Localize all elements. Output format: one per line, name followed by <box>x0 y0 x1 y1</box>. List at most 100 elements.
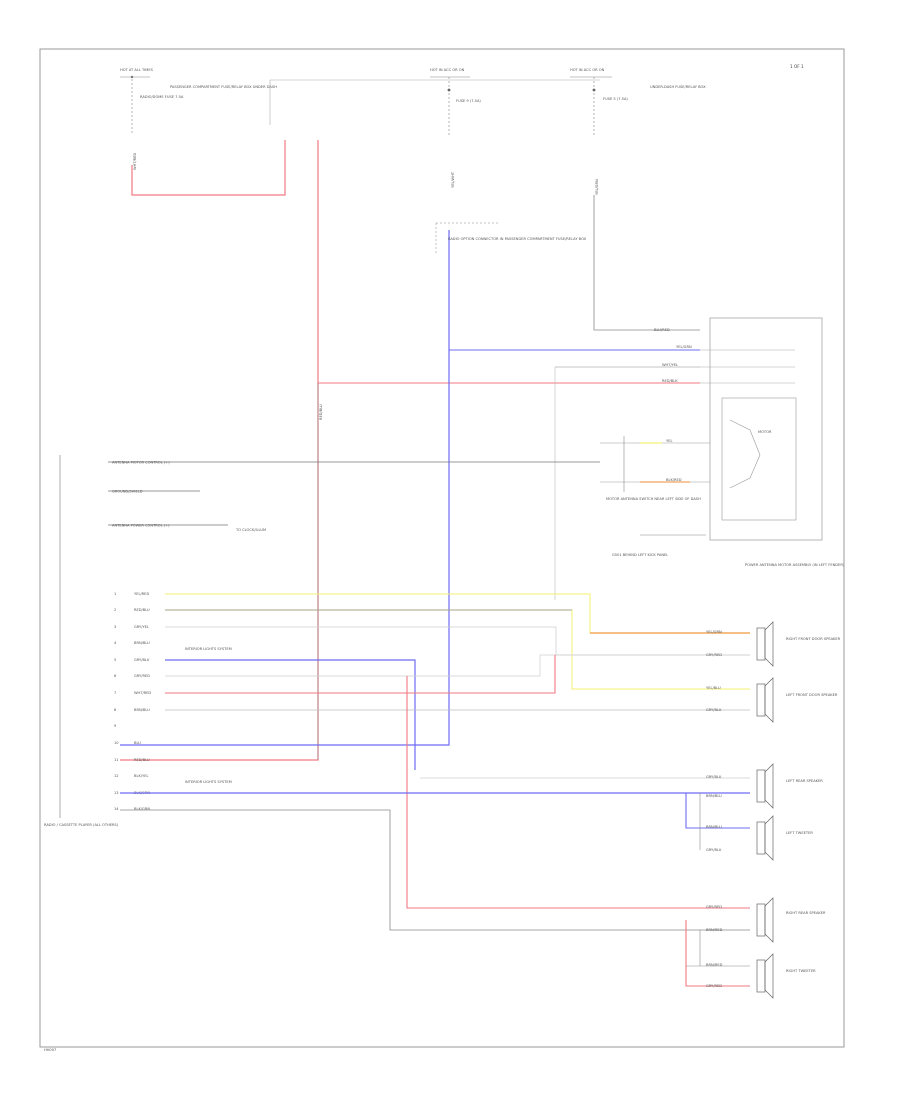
fuse-mid: HOT IN ACC OR ON FUSE 9 (7.5A) YEL/WHT <box>430 68 481 188</box>
pin-num-2: 2 <box>114 608 116 612</box>
fuse-right-box: UNDER-DASH FUSE/RELAY BOX <box>650 85 706 89</box>
radio-unit-label: RADIO / CASSETTE PLAYER (ALL OTHERS) <box>44 823 119 827</box>
svg-text:WHT/YEL: WHT/YEL <box>662 363 678 367</box>
svg-text:BRN/RED: BRN/RED <box>706 928 723 932</box>
radio-line-2: GROUND/SHIELD <box>112 490 143 494</box>
pin-num-6: 6 <box>114 674 117 678</box>
svg-text:YEL/BLU: YEL/BLU <box>706 686 721 690</box>
wire-pin6 <box>165 654 750 677</box>
speaker-left-tweeter-label: LEFT TWEETER <box>786 831 813 835</box>
pin-wire-4: BRN/BLU <box>134 641 150 645</box>
pin-wire-12: BLK/YEL <box>134 774 149 778</box>
radio-line-1: ANTENNA MOTOR CONTROL (+) <box>112 461 170 465</box>
pin-num-7: 7 <box>114 691 116 695</box>
fuse-left: HOT AT ALL TIMES RADIO/DOME FUSE 7.5A PA… <box>120 68 277 170</box>
connector-note: RADIO OPTION CONNECTOR IN PASSENGER COMP… <box>448 237 587 241</box>
svg-text:BRN/RED: BRN/RED <box>706 963 723 967</box>
fuse-right-name: FUSE 5 (7.5A) <box>603 97 628 101</box>
pin-num-5: 5 <box>114 658 116 662</box>
pin-num-9: 9 <box>114 724 117 728</box>
wire-red-main <box>120 140 319 761</box>
wire-pin7-red <box>165 655 556 694</box>
fuse-left-top-label: HOT AT ALL TIMES <box>120 68 154 72</box>
antenna-motor-label: MOTOR <box>758 430 772 434</box>
interior-note-2: INTERIOR LIGHTS SYSTEM <box>185 780 232 784</box>
svg-text:BLU/RED: BLU/RED <box>654 328 670 332</box>
corner-label: 1 OF 1 <box>790 64 804 69</box>
svg-text:GRY/BLU: GRY/BLU <box>706 848 722 852</box>
speaker-right-front: YEL/GRN GRY/RED RIGHT FRONT DOOR SPEAKER <box>706 621 841 667</box>
fuse-left-name: RADIO/DOME FUSE 7.5A <box>140 95 184 99</box>
pin-num-10: 10 <box>114 741 119 745</box>
antenna-ground-label: G501 BEHIND LEFT KICK PANEL <box>612 553 668 557</box>
svg-text:YEL/GRN: YEL/GRN <box>706 630 722 634</box>
pin-num-4: 4 <box>114 641 117 645</box>
footer-code: HH007 <box>44 1048 56 1052</box>
wire-blue-main <box>120 230 450 746</box>
speaker-right-rear: GRY/RED BRN/RED RIGHT REAR SPEAKER <box>706 897 826 943</box>
fuse-left-wire: WHT/RED <box>133 153 137 170</box>
speaker-right-tweeter: BRN/RED GRY/RED RIGHT TWEETER <box>706 953 816 999</box>
pin-wire-11: RED/BLU <box>134 758 150 762</box>
fuse-mid-wire: YEL/WHT <box>451 171 455 188</box>
svg-text:GRY/RED: GRY/RED <box>706 653 722 657</box>
pin-wire-5: GRY/BLU <box>134 658 150 662</box>
pin-wire-1: YEL/RED <box>134 592 149 596</box>
to-clock-label: TO CLOCK/ILLUM <box>235 528 266 532</box>
wire-pin14 <box>120 809 750 931</box>
svg-text:GRY/BLU: GRY/BLU <box>706 775 722 779</box>
fuse-mid-name: FUSE 9 (7.5A) <box>456 99 481 103</box>
speaker-right-tweeter-label: RIGHT TWEETER <box>786 969 816 973</box>
wire-pin5-blue <box>165 659 416 770</box>
fuse-right-wire: YEL/GRN <box>595 179 599 195</box>
svg-text:RED/BLK: RED/BLK <box>662 379 678 383</box>
pin-wire-7: WHT/RED <box>134 691 151 695</box>
antenna-assembly: BLU/RED YEL/GRN WHT/YEL RED/BLK MOTOR YE… <box>600 317 845 567</box>
pin-num-3: 3 <box>114 625 116 629</box>
pin-wire-8: BRN/BLU <box>134 708 150 712</box>
svg-text:GRY/BLU: GRY/BLU <box>706 708 722 712</box>
speaker-right-front-label: RIGHT FRONT DOOR SPEAKER <box>786 637 841 641</box>
diagram-frame <box>39 48 845 1048</box>
pin-wire-3: GRY/YEL <box>134 625 149 629</box>
pin-num-8: 8 <box>114 708 117 712</box>
wire-pin8-red-drop <box>406 676 750 909</box>
svg-text:GRY/RED: GRY/RED <box>706 905 722 909</box>
wire-left-tweeter-blue <box>685 793 750 829</box>
fuse-mid-top-label: HOT IN ACC OR ON <box>430 68 465 72</box>
fuse-left-box: PASSENGER COMPARTMENT FUSE/RELAY BOX UND… <box>170 85 277 89</box>
fuse-right-top-label: HOT IN ACC OR ON <box>570 68 605 72</box>
svg-text:BRN/BLU: BRN/BLU <box>706 825 722 829</box>
speaker-left-rear: GRY/BLU BRN/BLU LEFT REAR SPEAKER <box>706 763 823 809</box>
speaker-left-front: YEL/BLU GRY/BLU LEFT FRONT DOOR SPEAKER <box>706 677 838 723</box>
svg-text:GRY/RED: GRY/RED <box>706 984 722 988</box>
pin-num-11: 11 <box>114 758 119 762</box>
svg-text:BLK/RED: BLK/RED <box>666 478 682 482</box>
speaker-left-rear-label: LEFT REAR SPEAKER <box>786 779 823 783</box>
speaker-right-rear-label: RIGHT REAR SPEAKER <box>786 911 826 915</box>
antenna-switch-note: MOTOR ANTENNA SWITCH NEAR LEFT SIDE OF D… <box>606 497 701 501</box>
interior-note-1: INTERIOR LIGHTS SYSTEM <box>185 647 232 651</box>
pin-wire-10: BLU <box>134 741 141 745</box>
svg-text:YEL: YEL <box>666 439 672 443</box>
radio-line-3: ANTENNA POWER CONTROL (+) <box>112 524 170 528</box>
wire-gray-fuse-right <box>593 195 700 331</box>
pin-rows: 1 YEL/RED 2 RED/BLU 3 GRY/YEL 4 BRN/BLU … <box>114 592 151 811</box>
wire-pin3 <box>165 626 750 656</box>
pin-num-1: 1 <box>114 592 116 596</box>
wire-red-label: RED/BLU <box>319 404 323 420</box>
wire-red-fuse-loop <box>131 140 286 196</box>
pin-wire-6: GRY/RED <box>134 674 150 678</box>
pin-num-14: 14 <box>114 807 119 811</box>
speaker-left-tweeter: BRN/BLU GRY/BLU LEFT TWEETER <box>706 815 813 861</box>
speaker-left-front-label: LEFT FRONT DOOR SPEAKER <box>786 693 838 697</box>
pin-num-12: 12 <box>114 774 119 778</box>
svg-text:YEL/GRN: YEL/GRN <box>676 345 692 349</box>
antenna-assembly-title: POWER ANTENNA MOTOR ASSEMBLY (IN LEFT FE… <box>745 563 845 567</box>
pin-wire-14: BLK/GRN <box>134 807 150 811</box>
svg-text:BRN/BLU: BRN/BLU <box>706 794 722 798</box>
fuse-right: HOT IN ACC OR ON FUSE 5 (7.5A) UNDER-DAS… <box>570 68 706 195</box>
wire-pin2 <box>165 609 750 690</box>
pin-num-13: 13 <box>114 791 119 795</box>
